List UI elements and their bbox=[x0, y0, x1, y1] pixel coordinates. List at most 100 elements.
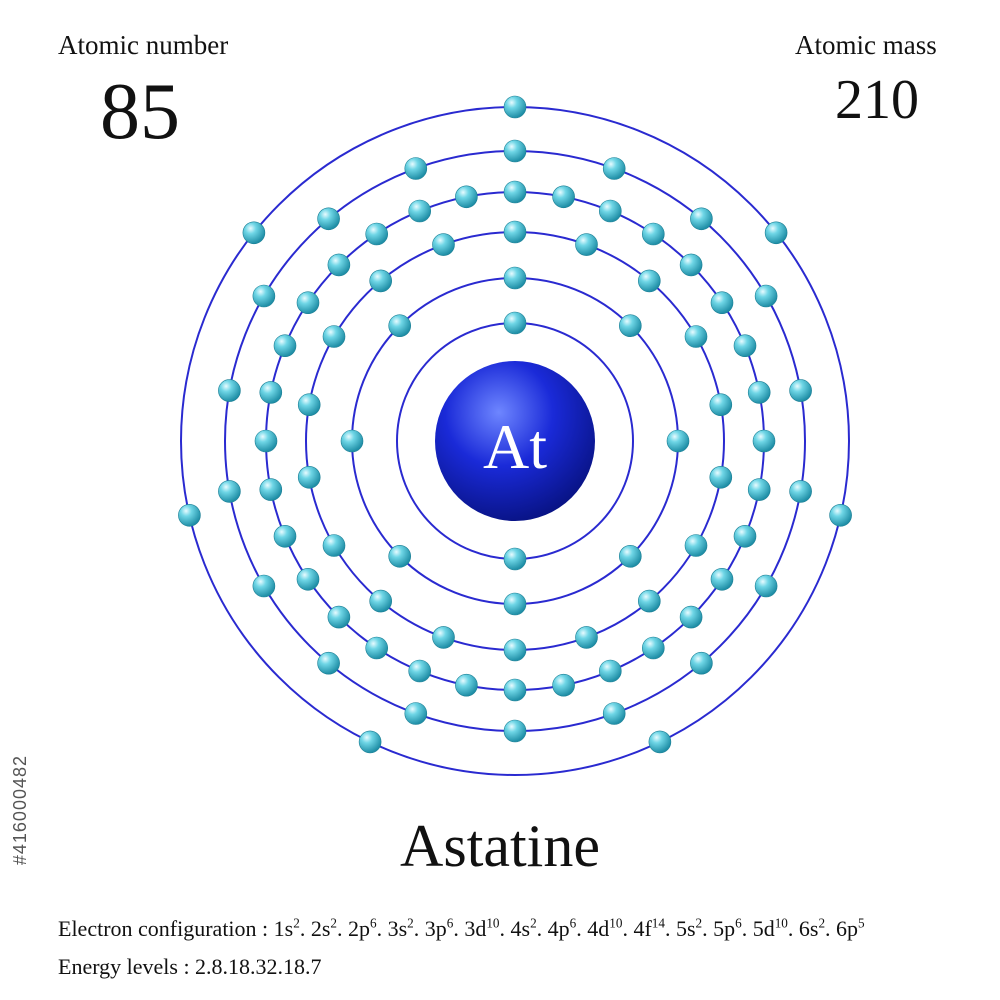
electron bbox=[432, 626, 455, 649]
electron bbox=[747, 381, 771, 404]
electron bbox=[503, 719, 527, 743]
orbital-term: 3d10. bbox=[464, 915, 511, 941]
electron bbox=[273, 524, 297, 548]
electron bbox=[552, 185, 575, 209]
orbital-term: 3s2. bbox=[387, 915, 425, 941]
electron bbox=[503, 220, 527, 244]
electron bbox=[327, 253, 351, 277]
electron bbox=[259, 381, 283, 404]
orbital-term: 2s2. bbox=[310, 915, 348, 941]
orbital-term: 5d10. bbox=[752, 915, 799, 941]
electron bbox=[684, 534, 708, 557]
electron bbox=[637, 269, 661, 293]
element-symbol: At bbox=[483, 411, 547, 482]
electron bbox=[408, 659, 432, 683]
electron bbox=[317, 651, 340, 675]
electron bbox=[242, 221, 266, 245]
atomic-mass-label: Atomic mass bbox=[795, 30, 937, 60]
electron bbox=[575, 626, 598, 649]
electron bbox=[747, 478, 771, 501]
electron bbox=[503, 180, 527, 204]
electron bbox=[710, 291, 734, 315]
electron bbox=[404, 157, 428, 180]
stock-image-id: #416000482 bbox=[10, 755, 30, 866]
electron bbox=[297, 465, 321, 489]
electron bbox=[365, 636, 389, 660]
orbital-term: 2p6. bbox=[347, 915, 388, 941]
electron bbox=[552, 673, 575, 697]
electron bbox=[829, 503, 852, 527]
electron bbox=[641, 636, 665, 660]
electron bbox=[340, 429, 364, 453]
electron bbox=[789, 379, 812, 402]
electron bbox=[710, 567, 734, 591]
electron bbox=[764, 221, 788, 245]
electron-configuration: Electron configuration : 1s2. 2s2. 2p6. … bbox=[58, 916, 865, 942]
electron bbox=[641, 222, 665, 246]
orbital-term: 6s2. bbox=[798, 915, 837, 941]
orbital-term: 4d10. bbox=[587, 915, 634, 941]
electron bbox=[789, 480, 812, 503]
energy-levels: Energy levels : 2.8.18.32.18.7 bbox=[58, 954, 322, 979]
electron bbox=[388, 314, 412, 338]
electron bbox=[709, 393, 733, 417]
electron bbox=[754, 574, 778, 598]
orbital-term: 6p5 bbox=[836, 915, 865, 941]
atomic-mass-value: 210 bbox=[835, 69, 919, 131]
electron bbox=[503, 139, 527, 163]
atomic-number-label: Atomic number bbox=[58, 30, 229, 60]
electron bbox=[575, 233, 598, 256]
electron bbox=[709, 465, 733, 489]
electron bbox=[598, 199, 622, 223]
element-name: Astatine bbox=[400, 813, 600, 879]
electron bbox=[358, 730, 382, 754]
electron bbox=[618, 544, 642, 568]
orbital-term: 4p6. bbox=[547, 915, 588, 941]
electron bbox=[733, 334, 757, 358]
electron bbox=[455, 673, 478, 697]
electron bbox=[322, 325, 346, 348]
electron-configuration-value: 1s2. 2s2. 2p6. 3s2. 3p6. 3d10. 4s2. 4p6.… bbox=[274, 916, 865, 941]
orbital-term: 4f14. bbox=[633, 915, 676, 941]
electron bbox=[404, 702, 428, 725]
electron bbox=[317, 207, 340, 231]
electron bbox=[503, 95, 527, 119]
electron bbox=[455, 185, 478, 209]
electron bbox=[254, 429, 278, 453]
electron bbox=[503, 592, 527, 616]
electron bbox=[598, 659, 622, 683]
electron bbox=[178, 503, 201, 527]
electron bbox=[252, 574, 276, 598]
electron bbox=[388, 544, 412, 568]
electron bbox=[679, 605, 703, 629]
electron bbox=[618, 314, 642, 338]
electron bbox=[369, 589, 393, 613]
electron bbox=[259, 478, 283, 501]
electron bbox=[648, 730, 672, 754]
orbital-term: 4s2. bbox=[510, 915, 548, 941]
electron bbox=[754, 284, 778, 308]
electron bbox=[602, 157, 626, 180]
electron bbox=[752, 429, 776, 453]
orbital-term: 1s2. bbox=[273, 915, 311, 941]
atomic-number-value: 85 bbox=[100, 68, 180, 156]
electron bbox=[432, 233, 455, 256]
electron bbox=[666, 429, 690, 453]
nucleus bbox=[435, 361, 595, 521]
electron bbox=[369, 269, 393, 293]
electron bbox=[296, 567, 320, 591]
electron-configuration-label: Electron configuration : bbox=[58, 916, 274, 941]
electron bbox=[218, 379, 241, 402]
electron bbox=[679, 253, 703, 277]
electron bbox=[503, 266, 527, 290]
electron bbox=[690, 651, 713, 675]
electron bbox=[296, 291, 320, 315]
electron bbox=[322, 534, 346, 557]
electrons bbox=[178, 95, 852, 754]
electron bbox=[602, 702, 626, 725]
electron bbox=[503, 547, 527, 571]
electron bbox=[733, 524, 757, 548]
electron bbox=[218, 480, 241, 503]
electron bbox=[503, 311, 527, 335]
